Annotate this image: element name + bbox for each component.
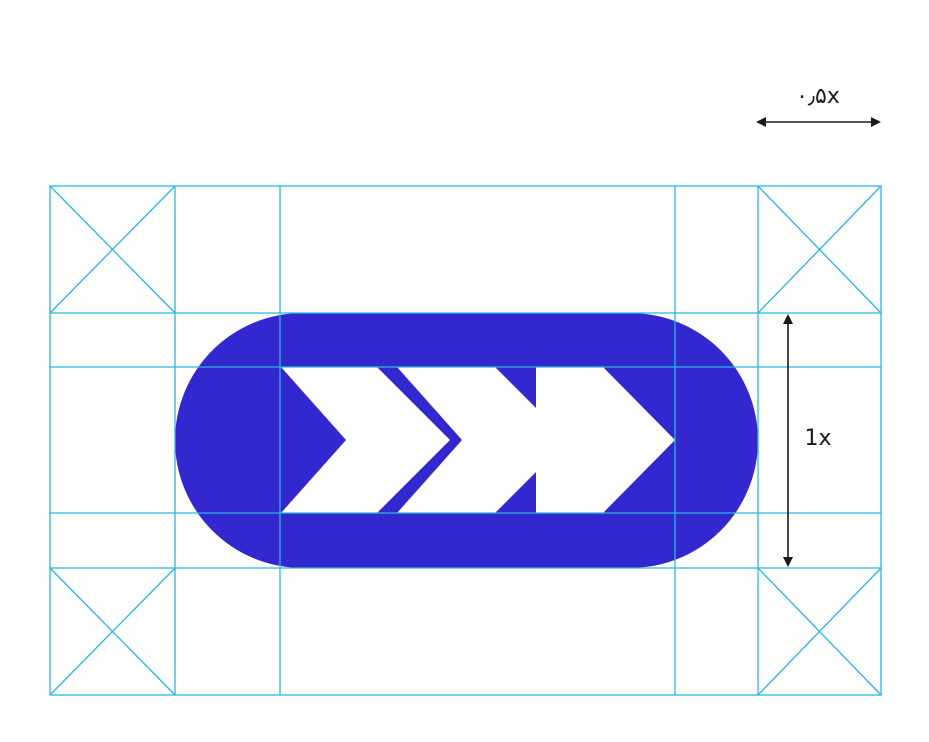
chevron-right-icon xyxy=(536,367,675,513)
corner-cross-bottom-right xyxy=(757,567,882,696)
corner-cross-top-right xyxy=(757,185,882,314)
half-unit-label: ۰٫۵x xyxy=(796,84,840,109)
dimension-half-unit: ۰٫۵x xyxy=(756,84,881,127)
chevron-group xyxy=(281,367,675,513)
clearspace-grid xyxy=(49,185,882,696)
chevron-right-icon xyxy=(397,367,568,513)
dimension-one-unit: 1x xyxy=(783,314,832,567)
corner-cross-bottom-left xyxy=(49,567,176,696)
corner-cross-top-left xyxy=(49,185,176,314)
one-unit-label: 1x xyxy=(804,426,831,451)
chevron-right-icon xyxy=(281,367,450,513)
logo xyxy=(175,313,758,568)
grid-outer-border xyxy=(49,185,882,696)
